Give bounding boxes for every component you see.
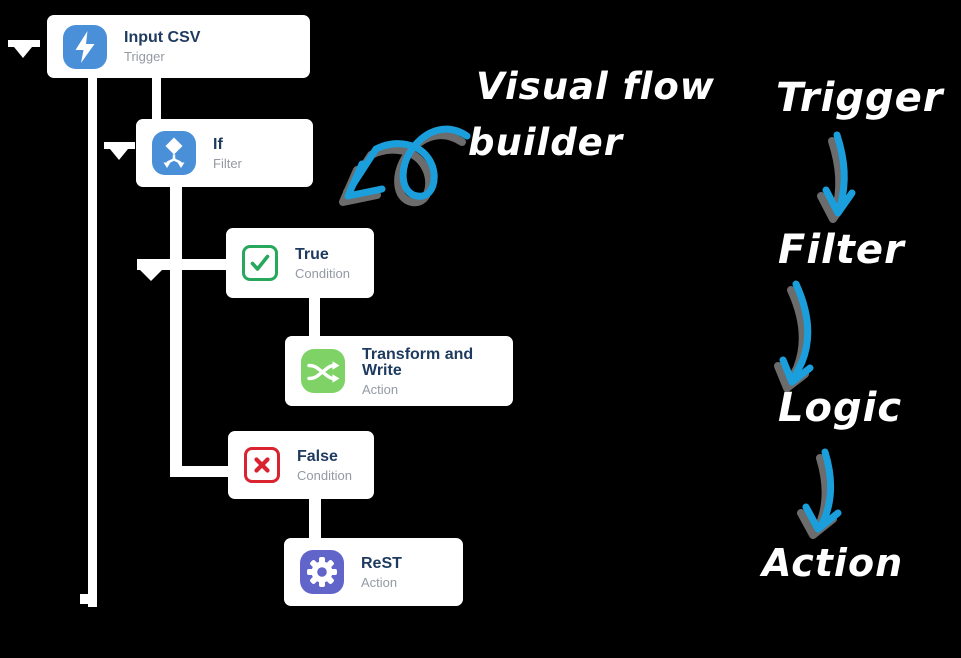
arrow-filter-to-logic-icon	[779, 280, 814, 386]
node-title: If	[213, 135, 223, 153]
branch-icon	[152, 131, 196, 175]
down-arrow-icon	[14, 47, 32, 58]
gear-icon	[300, 550, 344, 594]
arrow-logic-to-action-icon	[802, 448, 842, 533]
connector-branch-true	[137, 259, 226, 270]
caption-logic: Logic	[778, 385, 903, 431]
caption-builder: builder	[468, 121, 624, 164]
x-icon	[244, 447, 280, 483]
connector-false-to-rest	[309, 499, 321, 538]
down-arrow-marker	[8, 40, 40, 47]
caption-filter: Filter	[778, 227, 905, 273]
node-subtitle: Action	[361, 574, 398, 590]
node-if[interactable]: If Filter	[136, 119, 313, 187]
node-rest[interactable]: ReST Action	[284, 538, 463, 606]
down-arrow-icon	[140, 270, 162, 281]
node-subtitle: Condition	[295, 265, 350, 281]
caption-trigger: Trigger	[776, 75, 944, 121]
connector-true-to-transform	[309, 298, 320, 336]
arrow-trigger-to-filter-icon	[822, 131, 856, 217]
node-title: True	[295, 245, 329, 263]
connector-left-long	[88, 78, 97, 607]
node-subtitle: Filter	[213, 155, 242, 171]
node-subtitle: Action	[362, 381, 399, 397]
node-subtitle: Trigger	[124, 49, 165, 64]
check-icon	[242, 245, 278, 281]
node-subtitle: Condition	[297, 467, 352, 483]
caption-action: Action	[762, 541, 904, 585]
connector-branch-false	[170, 466, 228, 477]
caption-visual-flow: Visual flow	[476, 65, 715, 108]
node-title: False	[297, 447, 338, 465]
shuffle-icon	[301, 349, 345, 393]
lightning-icon	[63, 24, 107, 69]
loop-arrow-icon	[344, 125, 471, 200]
node-transform-and-write[interactable]: Transform and Write Action	[285, 336, 513, 406]
down-arrow-icon	[110, 149, 128, 160]
node-input-csv[interactable]: Input CSV Trigger	[47, 15, 310, 78]
node-title: Transform and Write	[362, 345, 474, 379]
node-true[interactable]: True Condition	[226, 228, 374, 298]
down-arrow-marker	[104, 142, 135, 149]
connector-input-to-if	[152, 78, 161, 119]
node-title: Input CSV	[124, 29, 201, 46]
connector-left-foot	[80, 594, 89, 604]
connector-if-down	[170, 187, 182, 477]
node-false[interactable]: False Condition	[228, 431, 374, 499]
node-title: ReST	[361, 554, 402, 572]
